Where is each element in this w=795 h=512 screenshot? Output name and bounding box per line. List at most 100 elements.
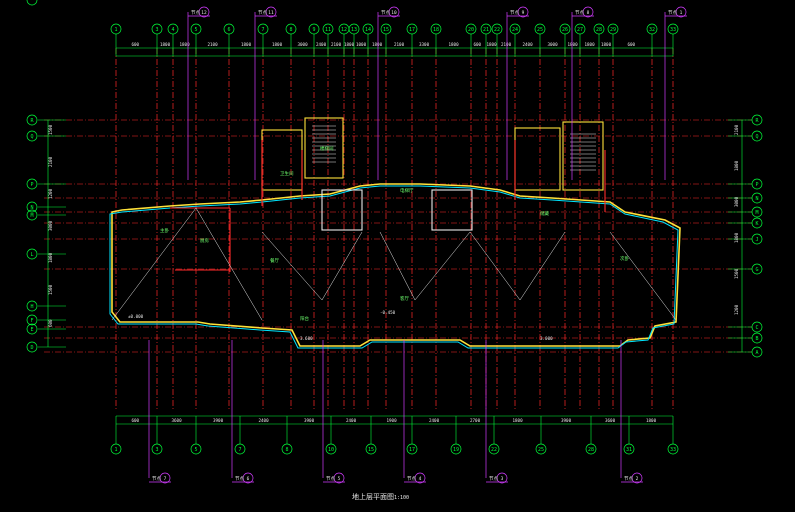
axis-bubble-top-circle bbox=[534, 23, 546, 35]
dim-text-top: 2100 bbox=[331, 42, 342, 47]
callout-bottom-circle bbox=[333, 472, 345, 484]
slope-line bbox=[195, 207, 263, 321]
dim-text-top: 2400 bbox=[523, 42, 534, 47]
axis-bubble-bottom-label: 17 bbox=[409, 447, 415, 453]
axis-bubble-left-circle bbox=[26, 314, 38, 326]
dim-text-right: 3000 bbox=[734, 196, 739, 207]
callout-bottom-circle bbox=[496, 472, 508, 484]
callout-top-circle bbox=[517, 6, 529, 18]
axis-bubble-left-circle bbox=[26, 209, 38, 221]
room-label: 卫生间 bbox=[280, 170, 294, 177]
axis-bubble-right-label: A bbox=[755, 350, 758, 356]
axis-bubble-right-label: J bbox=[755, 237, 758, 243]
room-label: 厨房 bbox=[200, 237, 209, 244]
callout-bottom-tag: 节点 bbox=[489, 476, 498, 482]
axis-bubble-top-circle bbox=[348, 23, 360, 35]
axis-bubble-left-circle bbox=[26, 201, 38, 213]
callout-bottom-num: 2 bbox=[636, 476, 639, 482]
dim-text-left: 1500 bbox=[48, 124, 53, 135]
room-label: 次卧 bbox=[620, 255, 629, 262]
dim-text-top: 2100 bbox=[501, 42, 512, 47]
axis-bubble-right-label: C bbox=[755, 325, 758, 331]
axis-bubble-bottom-label: 1 bbox=[114, 447, 117, 453]
dim-text-top: 1800 bbox=[585, 42, 596, 47]
dim-text-left: 2100 bbox=[48, 156, 53, 167]
axis-bubble-top-label: 32 bbox=[649, 27, 655, 33]
axis-bubble-left-circle bbox=[26, 323, 38, 335]
axis-bubble-left-label: Q bbox=[30, 134, 33, 140]
dim-text-top: 1800 bbox=[180, 42, 191, 47]
exterior-wall-outline bbox=[111, 183, 681, 347]
callout-top-tag: 节点 bbox=[575, 10, 584, 16]
dim-text-top: 1800 bbox=[344, 42, 355, 47]
callout-top-num: 1 bbox=[680, 10, 683, 16]
axis-bubble-top-circle bbox=[593, 23, 605, 35]
dim-text-top: 1800 bbox=[160, 42, 171, 47]
dim-text-top: 3000 bbox=[548, 42, 559, 47]
callout-top-circle bbox=[675, 6, 687, 18]
axis-bubble-bottom-circle bbox=[190, 443, 202, 455]
dim-text-top: 600 bbox=[628, 42, 636, 47]
dim-text-bottom: 1800 bbox=[646, 418, 657, 423]
axis-bubble-left-circle bbox=[26, 300, 38, 312]
axis-bubble-left-circle bbox=[26, 341, 38, 353]
callout-bottom-circle bbox=[631, 472, 643, 484]
dim-text-bottom: 2400 bbox=[429, 418, 440, 423]
slope-line bbox=[469, 231, 521, 301]
axis-bubble-left-circle bbox=[26, 178, 38, 190]
axis-bubble-top-circle bbox=[574, 23, 586, 35]
slope-line bbox=[379, 231, 416, 301]
dim-text-left: 1500 bbox=[48, 284, 53, 295]
axis-bubble-right-circle bbox=[751, 263, 763, 275]
axis-bubble-left-label: R bbox=[30, 118, 34, 124]
axis-bubble-right-label: B bbox=[755, 336, 758, 342]
dim-text-bottom: 3900 bbox=[304, 418, 315, 423]
axis-bubble-top-circle bbox=[167, 23, 179, 35]
axis-bubble-bottom-label: 3 bbox=[155, 447, 158, 453]
axis-bubble-top-circle bbox=[380, 23, 392, 35]
axis-bubble-top-label: 20 bbox=[468, 27, 474, 33]
axis-bubble-right-circle bbox=[751, 233, 763, 245]
dim-text-top: 2400 bbox=[316, 42, 327, 47]
axis-bubble-top-label: 14 bbox=[365, 27, 371, 33]
elevation-mark: 3.600 bbox=[300, 336, 313, 341]
callout-top-num: 12 bbox=[201, 10, 207, 16]
dim-text-bottom: 600 bbox=[132, 418, 140, 423]
axis-bubble-top-label: 26 bbox=[562, 27, 568, 33]
room-label: 阳台 bbox=[300, 315, 309, 322]
axis-bubble-left-label: L bbox=[30, 252, 33, 258]
axis-bubble-right-circle bbox=[751, 217, 763, 229]
dim-text-top: 1800 bbox=[601, 42, 612, 47]
callout-bottom-tag: 节点 bbox=[235, 476, 244, 482]
dim-text-top: 2100 bbox=[394, 42, 405, 47]
axis-bubble-top-label: 27 bbox=[577, 27, 583, 33]
slope-line bbox=[111, 207, 197, 321]
dim-text-top: 3300 bbox=[419, 42, 430, 47]
drawing-scale: 1:100 bbox=[394, 495, 409, 501]
axis-bubble-top-label: 5 bbox=[194, 27, 197, 33]
dim-text-bottom: 2400 bbox=[259, 418, 270, 423]
axis-bubble-top-circle bbox=[110, 23, 122, 35]
axis-bubble-top-circle bbox=[430, 23, 442, 35]
axis-bubble-top-label: 15 bbox=[383, 27, 389, 33]
callout-bottom-tag: 节点 bbox=[624, 476, 633, 482]
dim-text-bottom: 1800 bbox=[513, 418, 524, 423]
callout-top-circle bbox=[265, 6, 277, 18]
callout-bottom-num: 4 bbox=[419, 476, 422, 482]
callout-top-circle bbox=[198, 6, 210, 18]
axis-bubble-right-label: K bbox=[755, 221, 758, 227]
axis-bubble-top-circle bbox=[257, 23, 269, 35]
dim-text-top: 2100 bbox=[208, 42, 219, 47]
slope-line bbox=[321, 231, 363, 301]
callout-top-circle bbox=[388, 6, 400, 18]
core-box bbox=[261, 129, 303, 191]
axis-bubble-bottom-label: 25 bbox=[538, 447, 544, 453]
axis-bubble-top-label: 11 bbox=[325, 27, 331, 33]
axis-bubble-top-circle bbox=[646, 23, 658, 35]
axis-bubble-bottom-label: 5 bbox=[194, 447, 197, 453]
core-box bbox=[304, 117, 344, 179]
slope-line bbox=[609, 231, 677, 321]
callout-bottom-num: 5 bbox=[338, 476, 341, 482]
